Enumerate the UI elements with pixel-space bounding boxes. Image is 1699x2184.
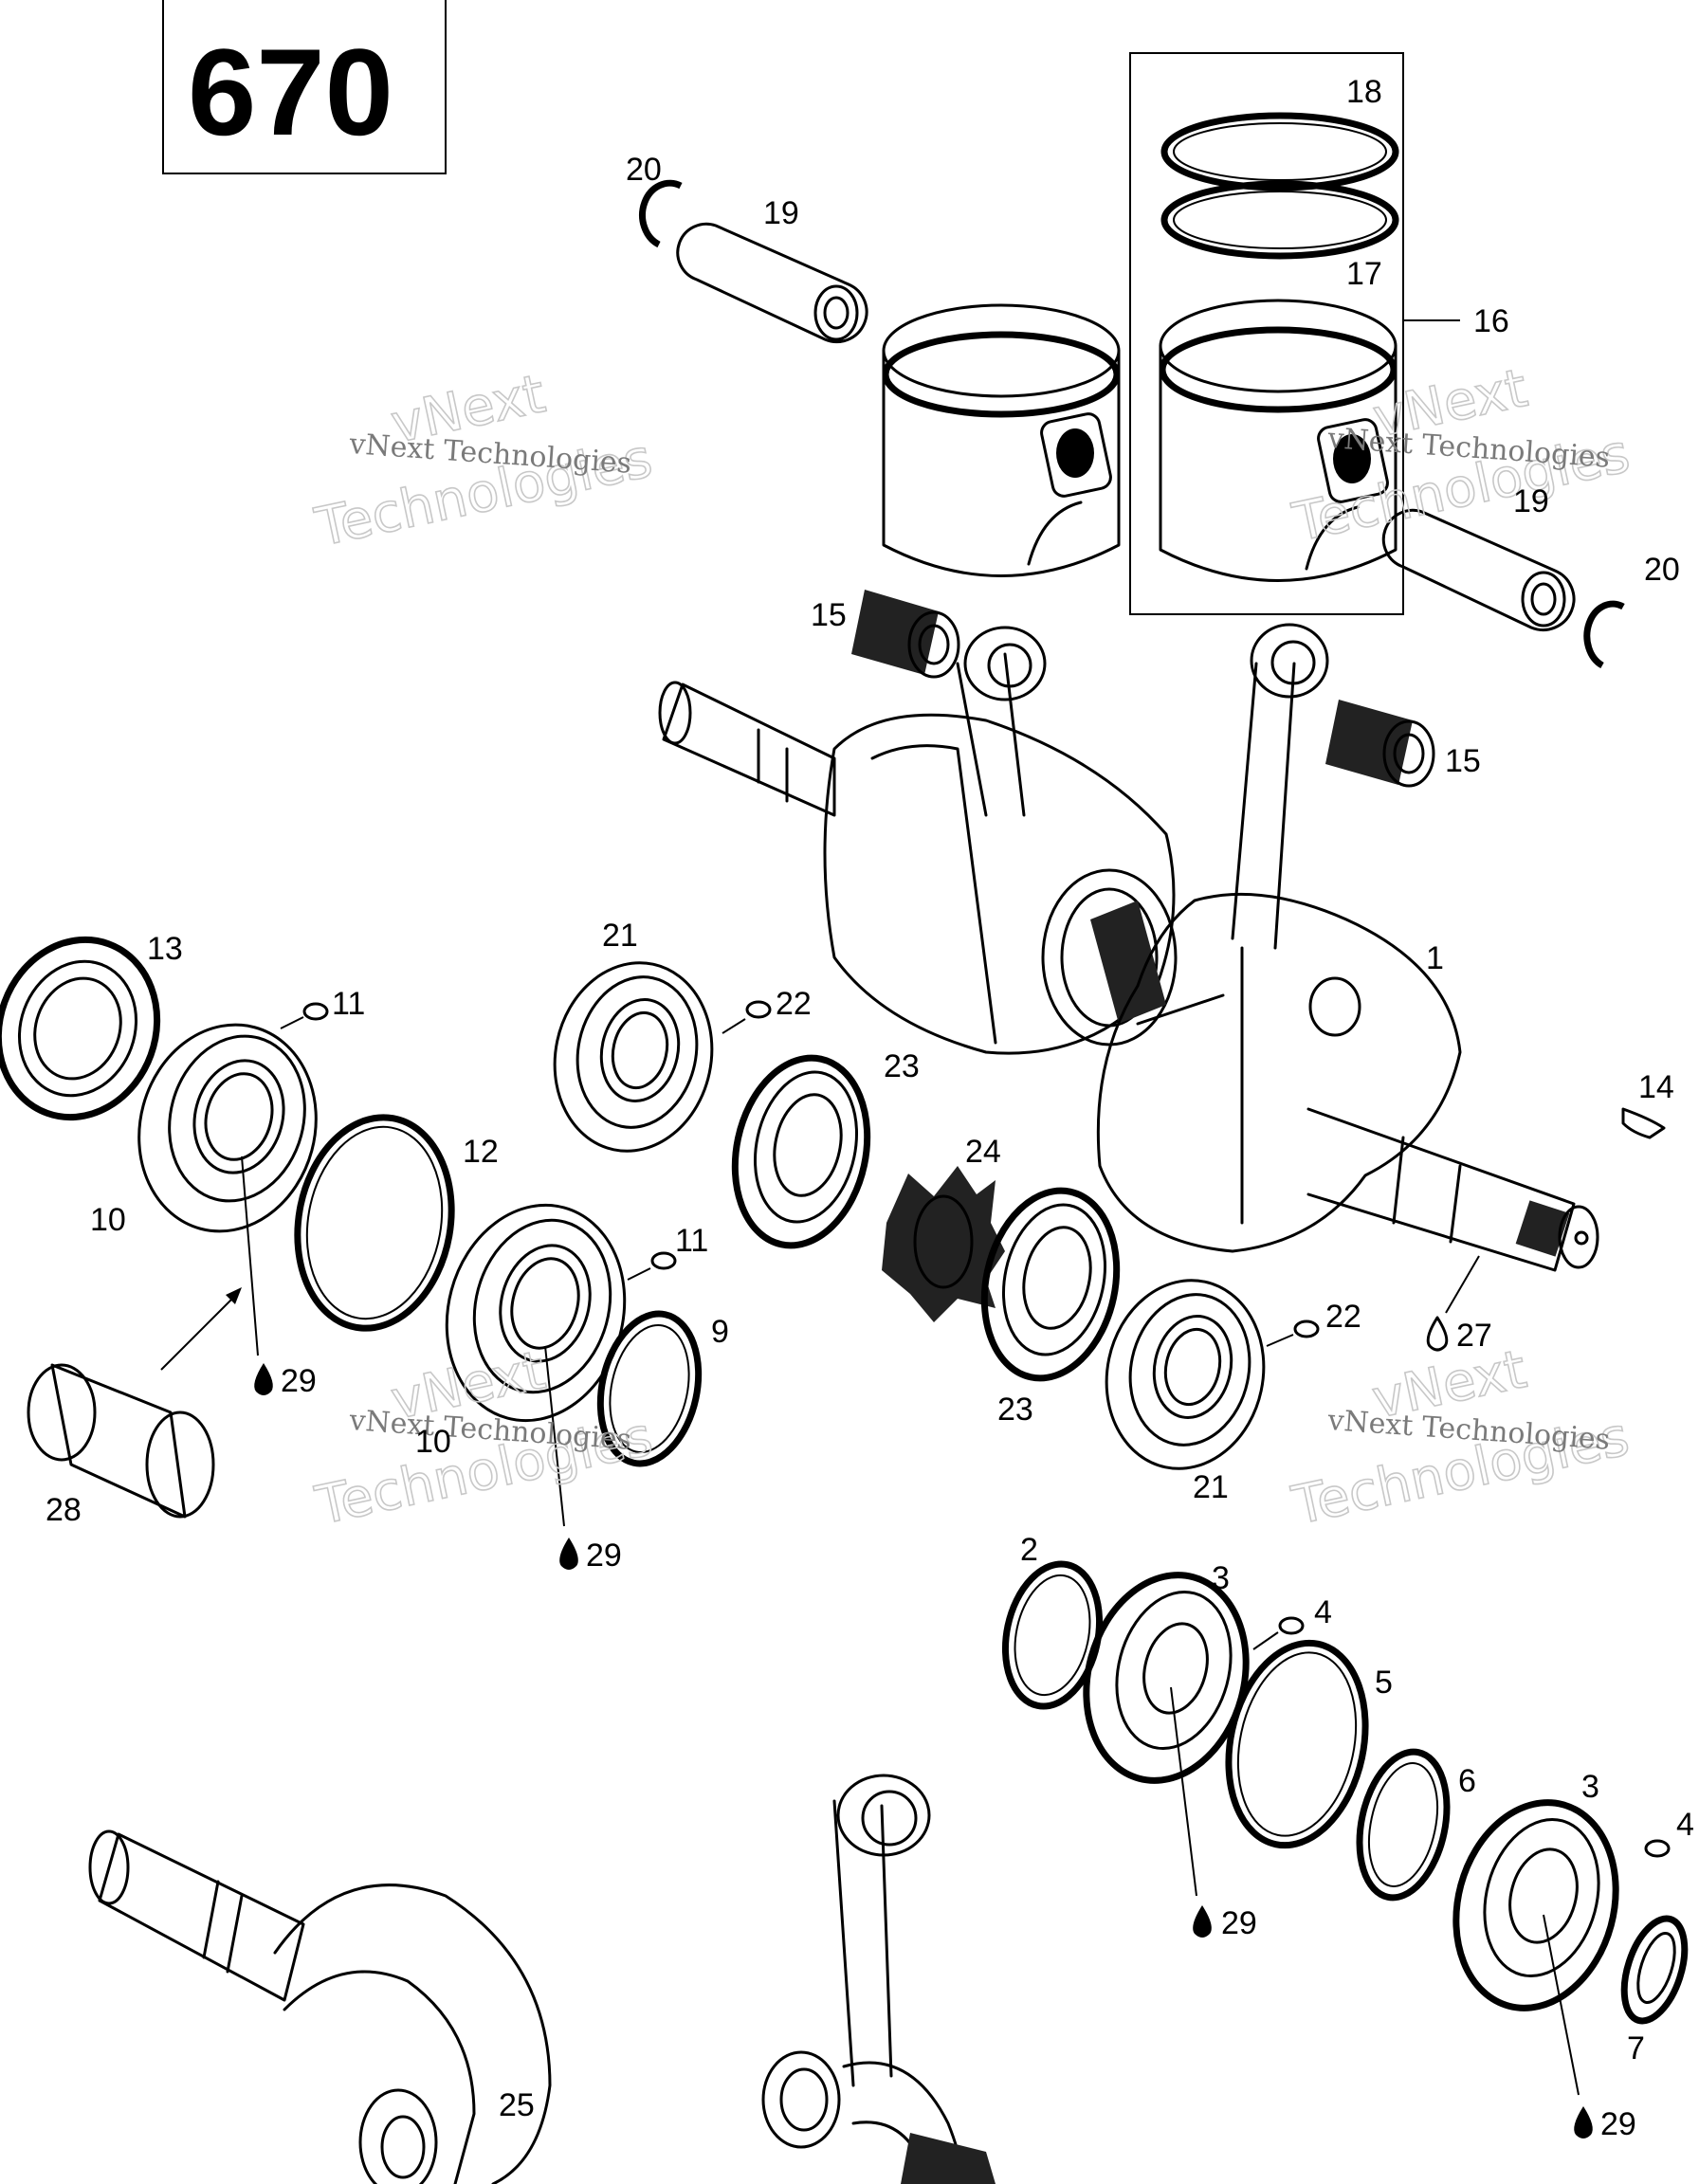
model-label-box (162, 0, 447, 174)
callout-23: 23 (997, 1392, 1033, 1428)
ball-bearing-3-lower (1452, 1799, 1619, 2011)
piston-right (1159, 299, 1398, 582)
callout-22: 22 (1325, 1299, 1361, 1335)
callout-11: 11 (675, 1223, 708, 1259)
model-label: 670 (188, 23, 393, 161)
callout-16: 16 (1473, 303, 1509, 339)
callout-23: 23 (884, 1048, 920, 1084)
callout-1: 1 (1426, 940, 1444, 976)
callout-2: 2 (1020, 1532, 1038, 1568)
callout-12: 12 (463, 1134, 499, 1170)
callout-7: 7 (1627, 2030, 1645, 2066)
piston-pin-left (676, 222, 868, 344)
callout-21: 21 (602, 918, 638, 954)
oil-drop-icon (254, 1363, 273, 1395)
callout-18: 18 (1346, 74, 1382, 110)
callout-29: 29 (1600, 2106, 1636, 2142)
circlip-left (639, 179, 683, 248)
callout-28: 28 (46, 1492, 82, 1528)
ball-bearing-10-upper (137, 1023, 318, 1233)
piston-left (882, 303, 1121, 577)
piston-ring-18 (1160, 112, 1399, 191)
piston-ring-17 (1160, 180, 1399, 260)
crankshaft-assembly (658, 623, 1599, 1272)
dowel-pin-4-upper (1278, 1616, 1305, 1635)
seal-7 (1620, 1915, 1689, 2025)
callout-4: 4 (1676, 1807, 1694, 1843)
oil-drop-icon (1574, 2106, 1593, 2138)
callout-6: 6 (1458, 1763, 1476, 1799)
needle-bearing-15-lower (1325, 700, 1435, 788)
dowel-pin-22-upper (745, 1000, 772, 1019)
callout-10: 10 (90, 1202, 126, 1238)
callout-25: 25 (499, 2087, 535, 2123)
o-ring-5 (1225, 1639, 1369, 1849)
callout-19: 19 (1513, 483, 1549, 519)
crankshaft-half-25 (88, 1829, 552, 2184)
callout-20: 20 (1644, 552, 1680, 588)
connecting-rod-bottom (761, 1774, 996, 2184)
ball-bearing-21-lower (1105, 1279, 1266, 1470)
ring-9 (596, 1310, 703, 1467)
callout-29: 29 (586, 1538, 622, 1574)
ball-bearing-21-upper (553, 961, 714, 1153)
callout-15: 15 (1445, 743, 1481, 779)
gear-24 (882, 1166, 1005, 1322)
seal-23-upper (731, 1054, 871, 1249)
dowel-pin-4-lower (1644, 1839, 1671, 1858)
callout-3: 3 (1212, 1560, 1230, 1596)
callout-21: 21 (1193, 1469, 1229, 1505)
oil-drop-icon (559, 1538, 578, 1570)
callout-29: 29 (281, 1363, 317, 1399)
dowel-pin-11-upper (302, 1002, 329, 1021)
callout-22: 22 (776, 986, 812, 1022)
callout-17: 17 (1346, 256, 1382, 292)
piston-kit-frame (1129, 52, 1404, 615)
shim-2 (1001, 1560, 1104, 1710)
callout-20: 20 (626, 152, 662, 188)
piston-pin-right (1381, 508, 1576, 631)
callout-13: 13 (147, 931, 183, 967)
seal-23-lower (980, 1187, 1121, 1382)
callout-10: 10 (415, 1424, 451, 1460)
callout-5: 5 (1375, 1665, 1393, 1701)
dowel-pin-22-lower (1293, 1320, 1320, 1338)
callout-14: 14 (1638, 1069, 1674, 1105)
dowel-pin-11-lower (650, 1251, 677, 1270)
callout-29: 29 (1221, 1905, 1257, 1941)
callout-27: 27 (1456, 1318, 1492, 1354)
callout-9: 9 (711, 1314, 729, 1350)
grease-drop-icon (1426, 1316, 1449, 1352)
needle-bearing-15-upper (851, 590, 960, 679)
oil-drop-icon (1193, 1905, 1212, 1938)
circlip-right (1583, 600, 1625, 669)
sleeve-tool-28 (27, 1363, 215, 1519)
ring-6 (1356, 1748, 1451, 1902)
callout-11: 11 (332, 986, 365, 1022)
callout-19: 19 (763, 195, 799, 231)
woodruff-key-14 (1621, 1107, 1666, 1139)
callout-24: 24 (965, 1134, 1001, 1170)
o-ring-12 (294, 1114, 455, 1332)
callout-3: 3 (1581, 1769, 1599, 1805)
callout-15: 15 (811, 597, 847, 633)
oil-seal-13 (0, 936, 161, 1121)
callout-4: 4 (1314, 1594, 1332, 1630)
